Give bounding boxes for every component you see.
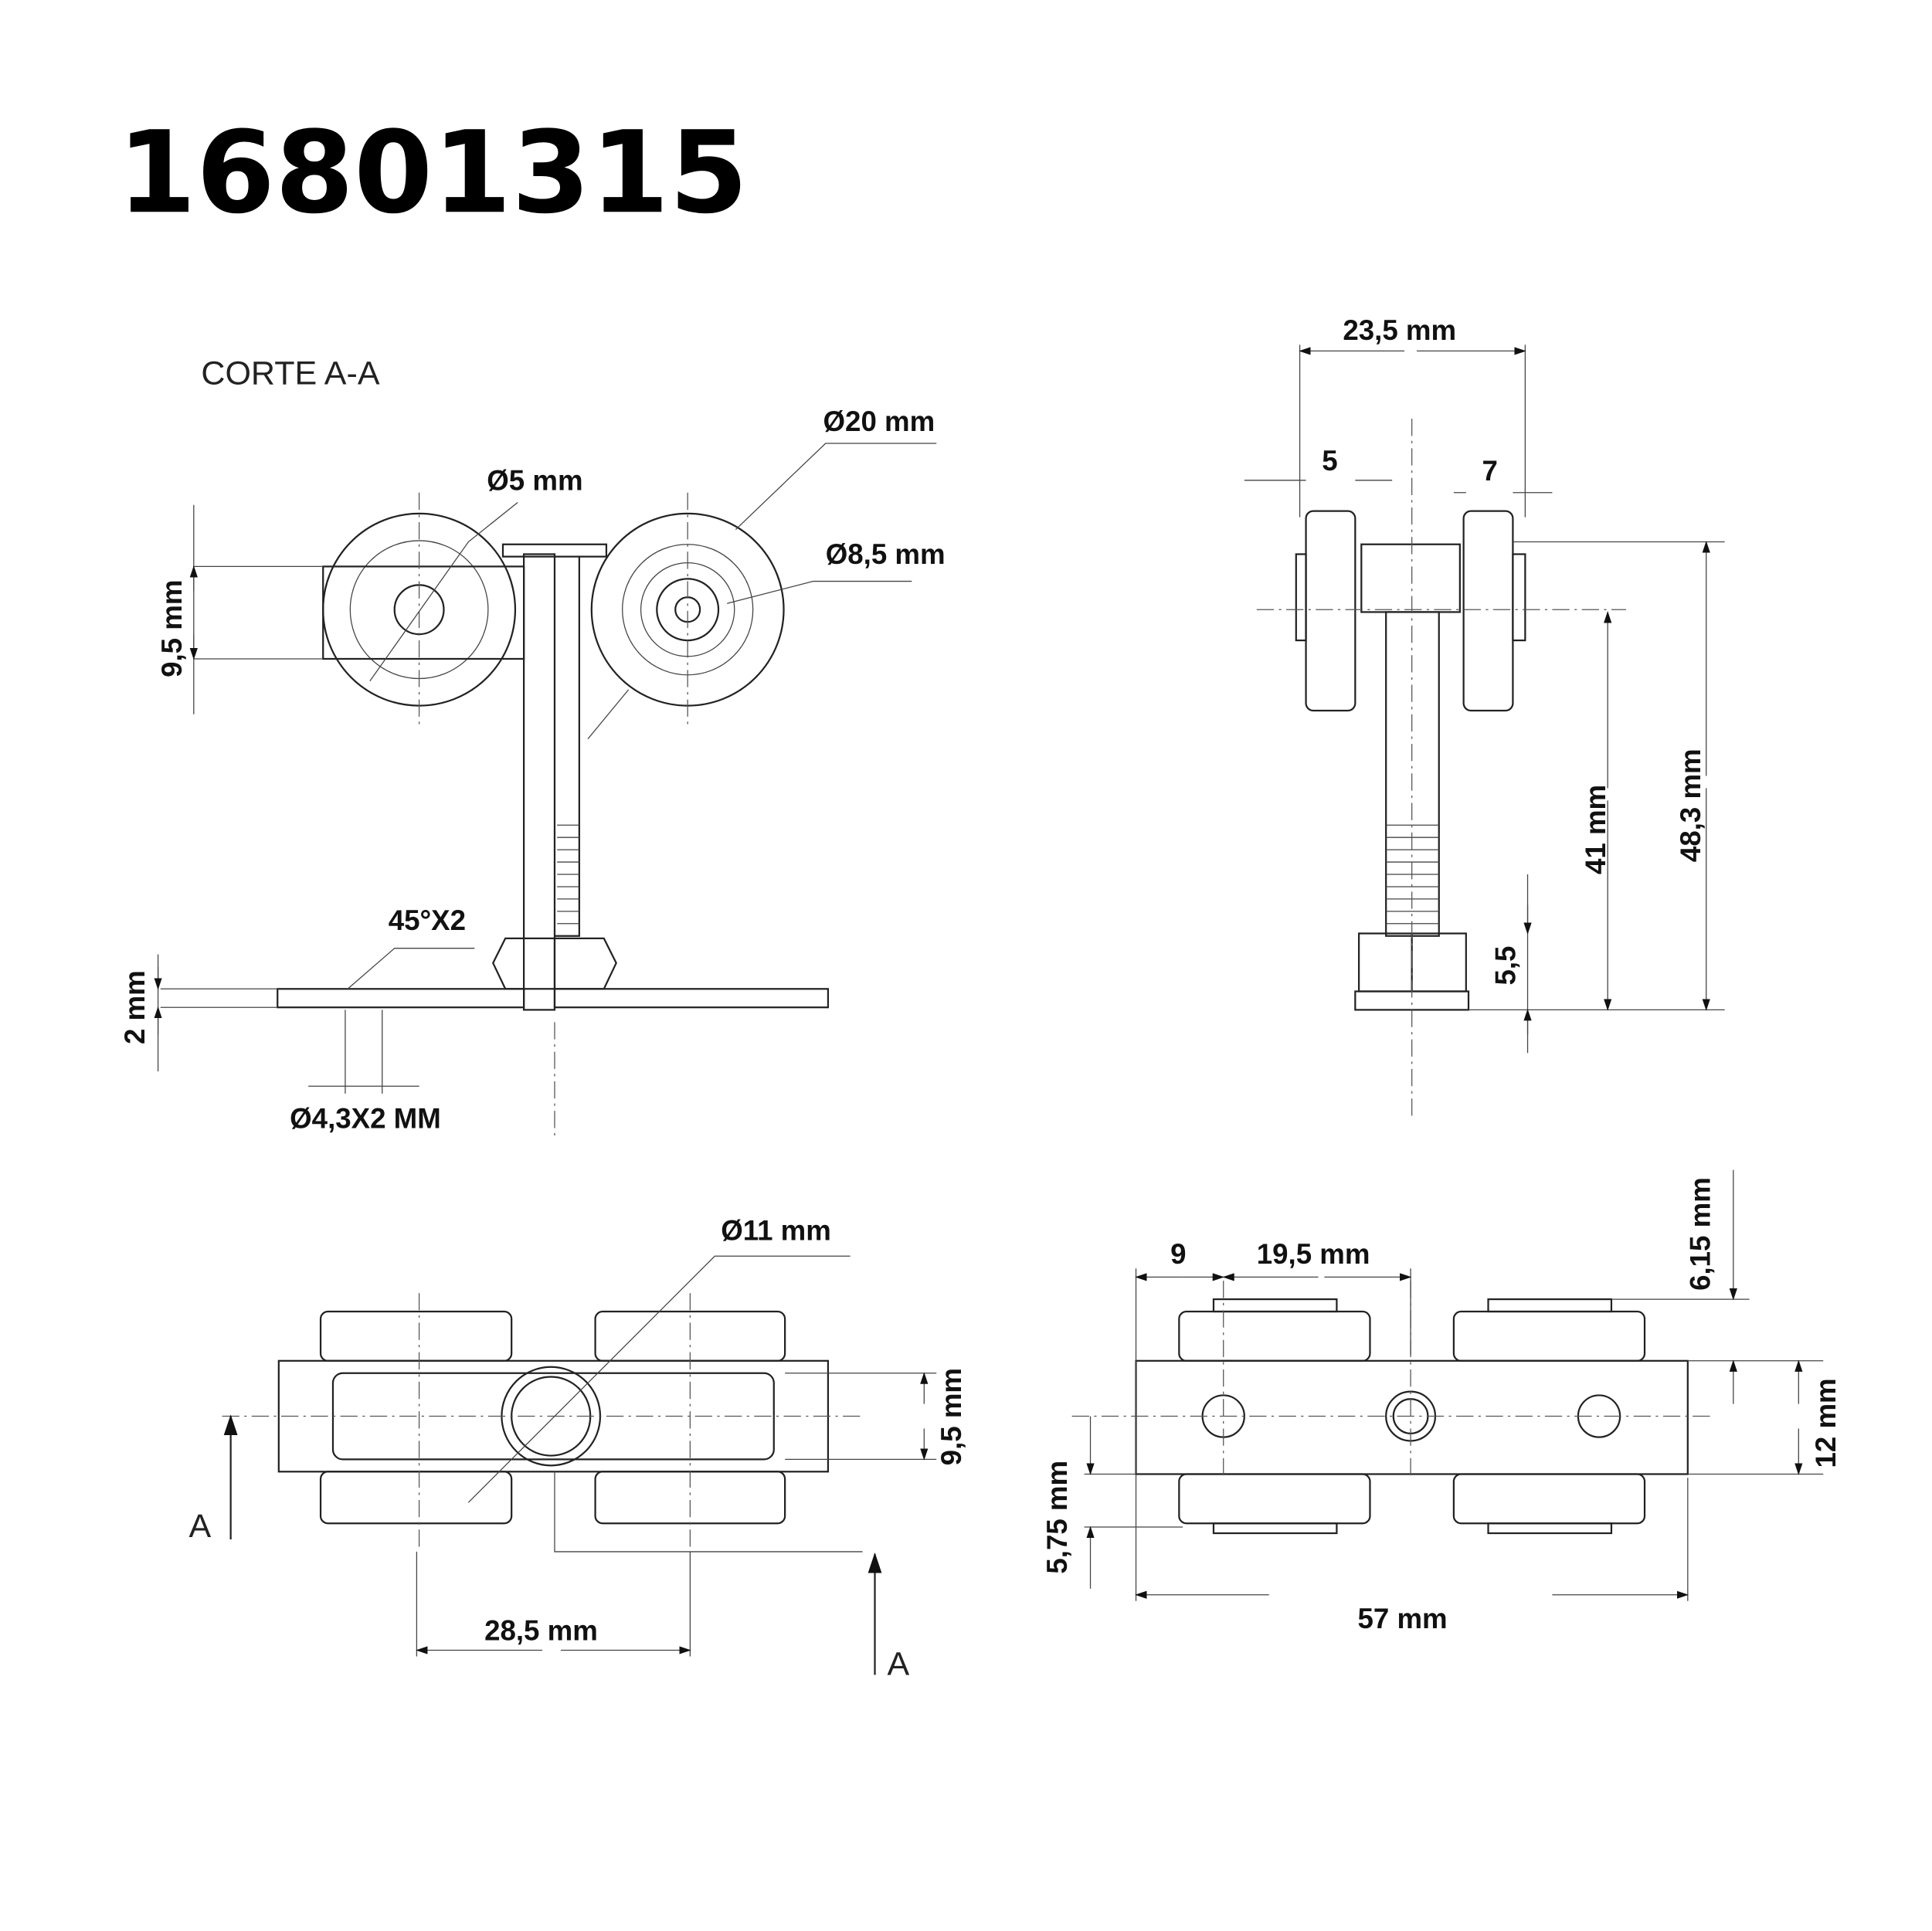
side-view xyxy=(1244,344,1725,1121)
dim-28-5: 28,5 mm xyxy=(484,1615,598,1647)
section-marker-a-right: A xyxy=(887,1645,909,1682)
dim-2mm: 2 mm xyxy=(119,970,151,1044)
dim-5: 5 xyxy=(1322,445,1337,477)
dim-d20: Ø20 mm xyxy=(823,406,935,437)
dim-d11: Ø11 mm xyxy=(721,1215,831,1247)
top-view xyxy=(222,1255,937,1675)
part-number-title: 16801315 xyxy=(117,107,748,239)
dim-d85: Ø8,5 mm xyxy=(826,538,946,570)
dim-9-5: 9,5 mm xyxy=(156,580,188,677)
section-marker-a-left: A xyxy=(188,1508,211,1545)
section-label: CORTE A-A xyxy=(201,355,379,392)
dim-9-5-top: 9,5 mm xyxy=(935,1368,967,1465)
front-view xyxy=(1071,1169,1824,1601)
dim-5-5: 5,5 xyxy=(1490,946,1522,986)
dim-chamfer: 45°X2 xyxy=(389,904,466,936)
dim-12: 12 mm xyxy=(1810,1378,1842,1468)
dim-9: 9 xyxy=(1170,1238,1186,1270)
dim-5-75: 5,75 mm xyxy=(1041,1461,1073,1574)
section-view xyxy=(154,443,937,1139)
dim-23-5: 23,5 mm xyxy=(1343,314,1456,346)
dim-bore: Ø4,3X2 MM xyxy=(290,1102,441,1134)
dim-6-15: 6,15 mm xyxy=(1685,1177,1716,1291)
dim-19-5: 19,5 mm xyxy=(1257,1238,1370,1270)
dim-d5: Ø5 mm xyxy=(487,465,582,497)
dim-41: 41 mm xyxy=(1580,785,1611,874)
dim-7: 7 xyxy=(1482,455,1498,487)
dim-57: 57 mm xyxy=(1358,1603,1448,1634)
dim-48-3: 48,3 mm xyxy=(1675,748,1706,862)
